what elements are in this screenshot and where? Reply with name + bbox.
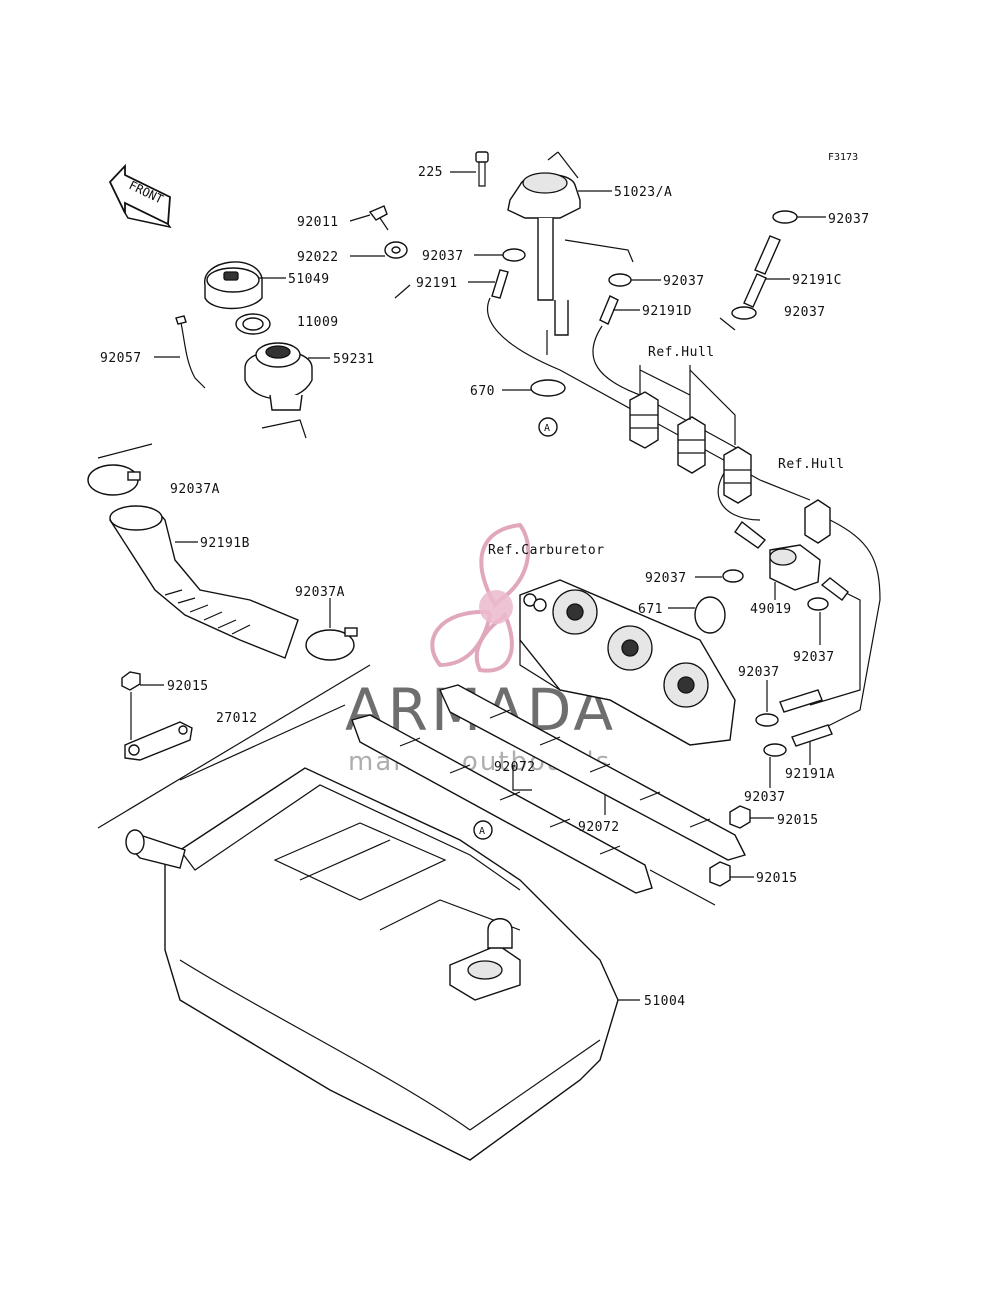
- fuel-tank-51004: [125, 767, 619, 1161]
- front-arrow-icon: FRONT: [108, 163, 172, 229]
- label-ref-carburetor: Ref.Carburetor: [488, 543, 605, 558]
- figure-code: F3173: [828, 152, 858, 163]
- label-92191a: 92191A: [785, 767, 835, 782]
- label-92191: 92191: [416, 276, 458, 291]
- clamp-92037-top-right: [772, 210, 798, 224]
- label-92072-lower: 92072: [578, 820, 620, 835]
- cord-92057: [175, 315, 206, 389]
- label-92037-center-2: 92037: [663, 274, 705, 289]
- label-92015-lower: 92015: [756, 871, 798, 886]
- hose-92191: [491, 269, 509, 299]
- fuel-pickup-assembly: [507, 151, 634, 355]
- filler-neck-59231: [244, 342, 313, 411]
- fuel-lines: [486, 297, 881, 731]
- label-92015-mid: 92015: [777, 813, 819, 828]
- hose-92191a: [779, 689, 833, 747]
- label-11009: 11009: [297, 315, 339, 330]
- strap-92072-upper: [439, 684, 747, 861]
- label-92057: 92057: [100, 351, 142, 366]
- clamp-92037a-lower: [305, 627, 358, 661]
- label-225: 225: [418, 165, 443, 180]
- label-92037a-top: 92037A: [170, 482, 220, 497]
- label-92037-right-4: 92037: [738, 665, 780, 680]
- label-92011: 92011: [297, 215, 339, 230]
- label-27012: 27012: [216, 711, 258, 726]
- label-92037-right-2: 92037: [784, 305, 826, 320]
- bolt-225: [475, 151, 489, 187]
- label-51004: 51004: [644, 994, 686, 1009]
- hose-92191c: [743, 235, 781, 308]
- nut-92015-lower: [709, 861, 731, 887]
- circle-marker-a-top-text: A: [544, 423, 550, 434]
- propeller-logo: [430, 522, 531, 673]
- o-ring-670: [530, 379, 566, 397]
- label-51049: 51049: [288, 272, 330, 287]
- label-92072-upper: 92072: [494, 760, 536, 775]
- bracket-27012: [124, 721, 193, 761]
- fuel-filter-49019: [734, 520, 849, 601]
- label-92037-right-3: 92037: [793, 650, 835, 665]
- clamp-92037-right-4: [755, 713, 779, 727]
- hull-clips: [629, 365, 831, 544]
- clamp-92037a-top: [87, 464, 141, 496]
- nut-92015-mid: [729, 805, 751, 829]
- label-92191c: 92191C: [792, 273, 842, 288]
- label-ref-hull-2: Ref.Hull: [778, 457, 845, 472]
- label-51023a: 51023/A: [614, 185, 672, 200]
- label-671: 671: [638, 602, 663, 617]
- filler-cap-51049: [204, 261, 263, 310]
- carburetor-reference: [519, 579, 736, 746]
- circle-marker-a-lower-text: A: [479, 826, 485, 837]
- filler-hose-92191b: [109, 505, 299, 659]
- circle-marker-a-lower: A: [473, 820, 493, 840]
- clamp-92037-right-5: [763, 743, 787, 757]
- o-ring-671: [694, 596, 726, 634]
- hose-92191d: [599, 295, 619, 325]
- label-59231: 59231: [333, 352, 375, 367]
- label-49019: 49019: [750, 602, 792, 617]
- label-92037-center-1: 92037: [422, 249, 464, 264]
- label-92191d: 92191D: [642, 304, 692, 319]
- screw-92011: [368, 205, 389, 231]
- label-92022: 92022: [297, 250, 339, 265]
- label-92037-right-5: 92037: [744, 790, 786, 805]
- leader-lines: [140, 171, 826, 1001]
- clamp-92037-center-2: [608, 273, 632, 287]
- part-labels: 225 51023/A 92037 92011 92022 51049 9203…: [100, 165, 870, 1009]
- clamp-92037-mid: [722, 569, 744, 583]
- washer-92022: [384, 241, 408, 259]
- label-92015-left: 92015: [167, 679, 209, 694]
- gasket-11009: [235, 313, 271, 335]
- clamp-92037-right-3: [807, 597, 829, 611]
- circle-marker-a-top: A: [538, 417, 558, 437]
- clamp-92037-right-2: [731, 306, 757, 320]
- label-92037-top-right: 92037: [828, 212, 870, 227]
- label-92037a-lower: 92037A: [295, 585, 345, 600]
- label-92037-mid: 92037: [645, 571, 687, 586]
- label-92191b: 92191B: [200, 536, 250, 551]
- nut-92015-left: [121, 671, 141, 740]
- strap-92072-lower: [351, 714, 653, 894]
- label-ref-hull-1: Ref.Hull: [648, 345, 715, 360]
- clamp-92037-center-1: [502, 248, 526, 262]
- label-670: 670: [470, 384, 495, 399]
